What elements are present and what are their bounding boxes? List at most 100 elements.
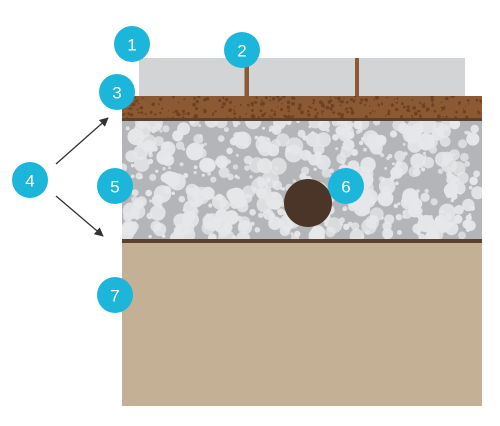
bedding-grain bbox=[279, 97, 283, 101]
bedding-grain bbox=[334, 97, 337, 99]
bedding-grain bbox=[277, 99, 280, 102]
gravel-stone bbox=[134, 215, 140, 220]
bedding-grain bbox=[455, 110, 458, 114]
gravel-stone bbox=[182, 147, 186, 151]
bedding-grain bbox=[480, 102, 482, 104]
bedding-grain bbox=[314, 115, 318, 118]
bedding-grain bbox=[412, 106, 416, 110]
bedding-grain bbox=[443, 105, 446, 108]
gravel-stone bbox=[342, 206, 348, 212]
gravel-stone bbox=[135, 172, 143, 180]
gravel-stone bbox=[418, 233, 426, 239]
gravel-stone bbox=[355, 121, 370, 131]
gravel-stone bbox=[168, 166, 171, 170]
bedding-grain bbox=[411, 116, 414, 118]
gravel-stone bbox=[262, 126, 265, 130]
bedding-grain bbox=[182, 113, 185, 116]
gravel-stone bbox=[355, 129, 361, 135]
drain-pipe bbox=[284, 179, 332, 227]
bedding-grain bbox=[395, 101, 398, 104]
gravel-stone bbox=[268, 128, 272, 132]
gravel-stone bbox=[465, 214, 472, 221]
bedding-grain bbox=[124, 112, 126, 114]
bedding-grain bbox=[353, 96, 356, 98]
gravel-stone bbox=[249, 175, 253, 179]
gravel-stone bbox=[125, 126, 130, 131]
gravel-stone bbox=[361, 136, 366, 142]
marker-6-label: 6 bbox=[341, 178, 350, 197]
gravel-stone bbox=[378, 151, 383, 156]
bedding-grain bbox=[332, 111, 335, 114]
gravel-stone bbox=[192, 208, 199, 215]
gravel-stone bbox=[331, 121, 341, 127]
gravel-stone bbox=[150, 220, 162, 232]
bedding-grain bbox=[254, 100, 258, 104]
gravel-stone bbox=[424, 188, 429, 194]
marker-5: 5 bbox=[97, 168, 133, 204]
gravel-stone bbox=[470, 124, 479, 134]
bedding-grain bbox=[141, 97, 144, 100]
bedding-grain bbox=[269, 96, 272, 97]
gravel-stone bbox=[387, 154, 393, 159]
gravel-stone bbox=[315, 132, 331, 148]
bedding-grain bbox=[440, 106, 443, 109]
bedding-grain bbox=[283, 114, 287, 118]
gravel-stone bbox=[438, 203, 456, 221]
gravel-stone bbox=[234, 174, 239, 179]
gravel-stone bbox=[224, 210, 239, 225]
subgrade-soil bbox=[122, 243, 482, 406]
gravel-stone bbox=[160, 141, 176, 157]
gravel-stone bbox=[155, 169, 159, 173]
gravel-stone bbox=[469, 176, 478, 186]
gravel-stone bbox=[267, 203, 272, 208]
bedding-grain bbox=[167, 116, 169, 118]
gravel-stone bbox=[215, 121, 228, 129]
bedding-grain bbox=[359, 101, 362, 105]
marker-5-label: 5 bbox=[110, 178, 119, 197]
bedding-grain bbox=[161, 97, 163, 99]
gravel-stone bbox=[302, 135, 308, 141]
gravel-stone bbox=[226, 159, 231, 164]
bedding-grain bbox=[373, 98, 375, 101]
gravel-stone bbox=[218, 167, 230, 178]
gravel-stone bbox=[223, 127, 229, 133]
bedding-grain bbox=[140, 111, 144, 114]
gravel-stone bbox=[467, 131, 471, 135]
gravel-stone bbox=[458, 191, 463, 195]
gravel-stone bbox=[244, 165, 250, 171]
gravel-stone bbox=[153, 136, 164, 147]
bedding-grain bbox=[312, 102, 315, 105]
bedding-grain bbox=[193, 97, 196, 100]
gravel-stone bbox=[340, 152, 344, 156]
bedding-grain bbox=[291, 115, 295, 118]
gravel-stone bbox=[349, 228, 365, 239]
gravel-stone bbox=[215, 193, 224, 202]
bedding-grain bbox=[387, 109, 391, 113]
bedding-grain bbox=[203, 109, 207, 114]
gravel-stone bbox=[394, 150, 406, 162]
gravel-stone bbox=[251, 177, 269, 195]
gravel-stone bbox=[417, 133, 435, 151]
bedding-grain bbox=[345, 107, 349, 110]
bedding-grain bbox=[352, 99, 356, 103]
gravel-stone bbox=[402, 142, 406, 146]
gravel-stone bbox=[421, 167, 426, 172]
gravel-stone bbox=[308, 121, 323, 129]
gravel-stone bbox=[335, 147, 339, 151]
gravel-stone bbox=[430, 198, 438, 206]
gravel-stone bbox=[386, 194, 394, 201]
gravel-stone bbox=[468, 213, 472, 217]
gravel-stone bbox=[342, 139, 355, 152]
bedding-grain bbox=[275, 96, 280, 99]
gravel-stone bbox=[428, 145, 438, 154]
bedding-grain bbox=[475, 98, 479, 102]
gravel-stone bbox=[310, 229, 316, 235]
gravel-stone bbox=[208, 233, 217, 239]
bedding-grain bbox=[184, 112, 187, 115]
bedding-grain bbox=[291, 102, 296, 106]
bedding-grain bbox=[385, 115, 387, 117]
bedding-grain bbox=[306, 109, 310, 113]
bedding-grain bbox=[131, 102, 136, 107]
bedding-grain bbox=[381, 103, 383, 106]
